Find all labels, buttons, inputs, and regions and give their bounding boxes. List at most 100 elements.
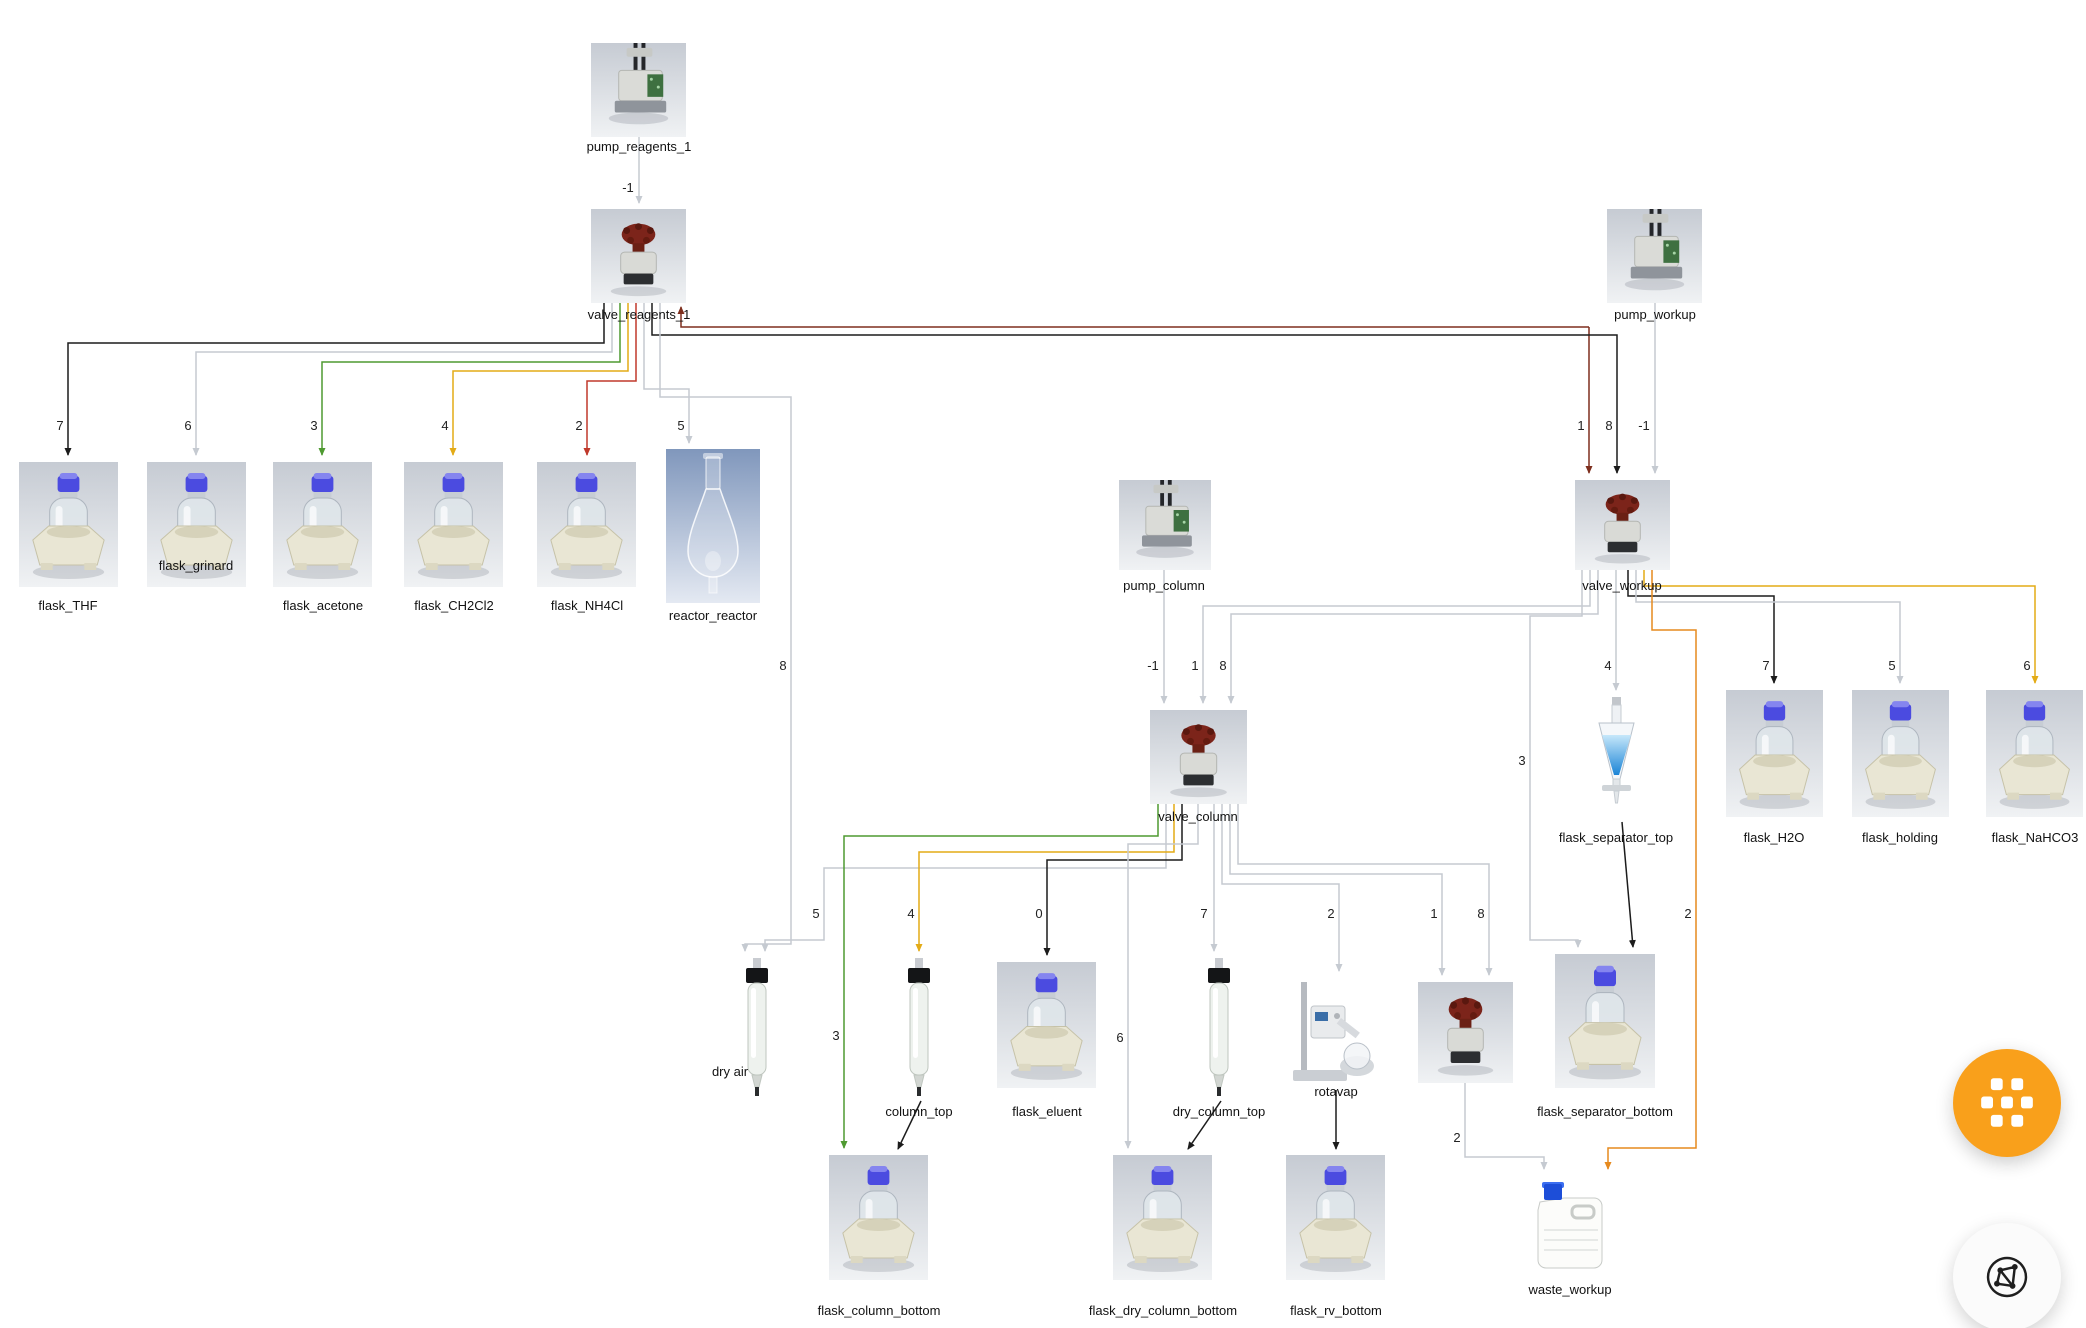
node-pump_workup[interactable] (1607, 209, 1702, 303)
node-valve_reagents[interactable] (591, 209, 686, 303)
edge-port-label: 6 (2021, 657, 2033, 674)
flask-icon (1113, 1155, 1212, 1280)
node-flask_acetone[interactable] (273, 462, 372, 587)
node-reactor_reactor[interactable] (666, 449, 760, 603)
edge-valve_column-to-flask_column_bottom (840, 804, 1159, 1149)
edge-port-label: 5 (810, 905, 822, 922)
pump-icon (1607, 209, 1702, 303)
node-label-pump_column: pump_column (1123, 577, 1205, 593)
node-label-valve_workup: valve_workup (1582, 577, 1662, 593)
node-label-waste_workup: waste_workup (1528, 1281, 1612, 1297)
edge-valve_column-to-column_top (915, 804, 1175, 952)
node-label-flask_separator_top: flask_separator_top (1558, 829, 1674, 845)
edge-port-label: -1 (620, 179, 636, 196)
node-dry_air[interactable] (737, 958, 777, 1099)
node-flask_NH4Cl[interactable] (537, 462, 636, 587)
valve-icon (1575, 480, 1670, 570)
apps-fab-button[interactable] (1953, 1049, 2061, 1157)
edge-flask_separator_top-to-flask_separator_bottom (1621, 821, 1636, 948)
column-icon (1208, 958, 1230, 1096)
node-label-dry_column_top: dry_column_top (1172, 1103, 1266, 1119)
valve-icon (1150, 710, 1247, 804)
edge-port-label: 3 (830, 1027, 842, 1044)
node-flask_eluent[interactable] (997, 962, 1096, 1088)
edge-port-label: 2 (1325, 905, 1337, 922)
node-flask_dry_column_bottom[interactable] (1113, 1155, 1212, 1280)
edge-valve_column-to-valve_5 (1237, 804, 1493, 976)
edge-port-label: 2 (573, 417, 585, 434)
flask-icon (273, 462, 372, 587)
node-label-flask_H2O: flask_H2O (1743, 829, 1805, 845)
edge-port-label: -1 (1636, 417, 1652, 434)
column-icon (746, 958, 768, 1096)
node-valve_column[interactable] (1150, 710, 1247, 804)
node-label-column_top: column_top (885, 1103, 953, 1119)
edge-port-label: 8 (1217, 657, 1229, 674)
edge-valve_workup-to-waste_workup (1604, 570, 1697, 1170)
pump-icon (591, 43, 686, 137)
node-label-flask_eluent: flask_eluent (1012, 1103, 1082, 1119)
node-pump_reagents_1[interactable] (591, 43, 686, 137)
node-flask_separator_bottom[interactable] (1555, 954, 1655, 1088)
edge-port-label: 5 (675, 417, 687, 434)
edge-port-label: 7 (1198, 905, 1210, 922)
edge-port-label: 7 (54, 417, 66, 434)
edge-port-label: 5 (1886, 657, 1898, 674)
edge-column_top-to-flask_column_bottom (897, 1100, 922, 1150)
edge-valve_reagents-to-dry_air (659, 303, 792, 952)
edge-port-label: 4 (905, 905, 917, 922)
edge-valve_workup-to-valve_column (1227, 570, 1599, 704)
assistant-fab-button[interactable] (1953, 1223, 2061, 1328)
node-flask_holding[interactable] (1852, 690, 1949, 817)
node-valve_5[interactable] (1418, 982, 1513, 1083)
flask-icon (1986, 690, 2083, 817)
node-flask_column_bottom[interactable] (829, 1155, 928, 1280)
node-rotavap[interactable] (1291, 978, 1381, 1085)
rotavap-icon (1293, 982, 1374, 1081)
node-dry_column_top[interactable] (1199, 958, 1239, 1099)
node-flask_NaHCO3[interactable] (1986, 690, 2083, 817)
edge-port-label: 4 (1602, 657, 1614, 674)
edge-port-label: 8 (1475, 905, 1487, 922)
node-label-flask_dry_column_bottom: flask_dry_column_bottom (1088, 1302, 1238, 1318)
node-flask_THF[interactable] (19, 462, 118, 587)
edge-valve_column-to-flask_dry_column_bottom (1124, 804, 1199, 1149)
valve-icon (591, 209, 686, 303)
node-valve_workup[interactable] (1575, 480, 1670, 570)
edge-port-label: 3 (1516, 752, 1528, 769)
node-flask_separator_top[interactable] (1571, 697, 1662, 820)
edge-dry_column_top-to-flask_dry_column_bottom (1187, 1100, 1222, 1150)
node-label-flask_grinard: flask_grinard (158, 557, 234, 573)
node-flask_H2O[interactable] (1726, 690, 1823, 817)
edge-valve_workup-to-valve_column (1199, 570, 1591, 704)
edge-valve_column-to-valve_5 (1229, 804, 1446, 976)
edge-valve_column-to-flask_eluent (1043, 804, 1183, 956)
edge-valve_column-to-rotavap (1221, 804, 1343, 972)
edge-port-label: 2 (1682, 905, 1694, 922)
edge-valve_workup-to-flask_separator_bottom (1529, 570, 1583, 948)
waste-can-icon (1537, 1182, 1603, 1269)
flask-icon (1286, 1155, 1385, 1280)
flask-icon (1555, 954, 1655, 1088)
edge-port-label: 8 (777, 657, 789, 674)
edge-valve_workup-to-flask_H2O (1627, 570, 1778, 684)
node-flask_rv_bottom[interactable] (1286, 1155, 1385, 1280)
node-flask_CH2Cl2[interactable] (404, 462, 503, 587)
node-label-flask_CH2Cl2: flask_CH2Cl2 (414, 597, 494, 613)
node-pump_column[interactable] (1119, 480, 1211, 570)
node-label-valve_reagents: valve_reagents_1 (587, 306, 691, 322)
edge-port-label: 4 (439, 417, 451, 434)
reactor-icon (666, 449, 760, 603)
node-label-reactor_reactor: reactor_reactor (668, 607, 758, 623)
node-column_top[interactable] (899, 958, 939, 1099)
edge-valve_reagents-to-flask_THF (64, 303, 605, 456)
edge-valve_5-to-waste_workup (1464, 1083, 1548, 1170)
node-label-flask_rv_bottom: flask_rv_bottom (1290, 1302, 1382, 1318)
node-flask_grinard[interactable] (147, 462, 246, 587)
flask-icon (19, 462, 118, 587)
edge-port-label: 2 (1451, 1129, 1463, 1146)
node-label-flask_NaHCO3: flask_NaHCO3 (1991, 829, 2079, 845)
node-waste_workup[interactable] (1530, 1176, 1610, 1273)
